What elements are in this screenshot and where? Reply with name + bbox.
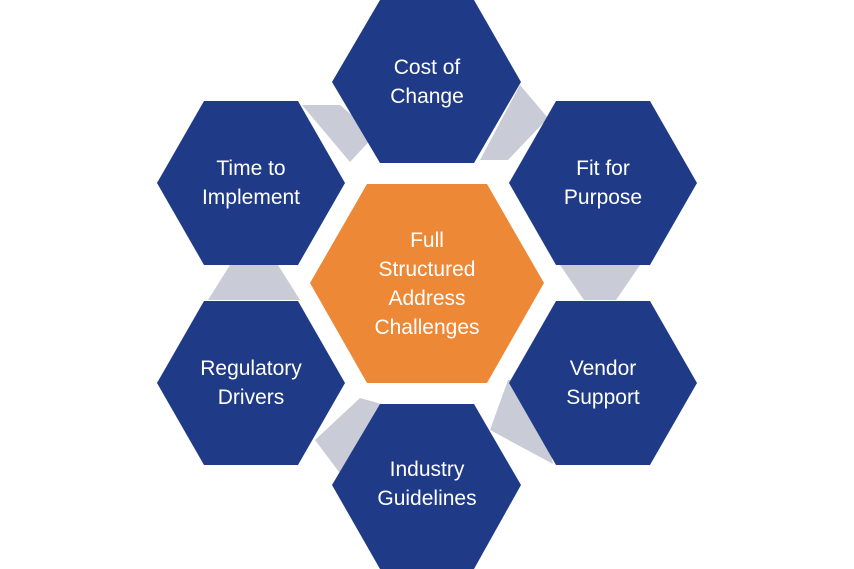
- label-line: Time to: [216, 157, 286, 180]
- label-line: Structured: [378, 258, 476, 281]
- label-line: Purpose: [563, 186, 643, 209]
- label-cost-of-change: Cost of Change: [360, 40, 494, 124]
- connector-cost-fit: [480, 85, 548, 160]
- label-line: Vendor: [569, 357, 637, 380]
- label-line: Support: [566, 386, 640, 409]
- hexagon-cost-of-change: [332, 0, 521, 163]
- hexagon-regulatory-drivers: [157, 301, 345, 465]
- label-regulatory-drivers: Regulatory Drivers: [174, 341, 328, 425]
- label-time-to-implement: Time to Implement: [174, 141, 328, 225]
- label-center: Full Structured Address Challenges: [345, 222, 509, 346]
- hexagon-center: [310, 184, 544, 383]
- connector-industry-regulatory: [315, 398, 385, 480]
- label-line: Guidelines: [377, 487, 477, 510]
- label-line: Change: [390, 85, 464, 108]
- hexagon-fit-for-purpose: [509, 101, 697, 265]
- label-line: Industry: [389, 458, 465, 481]
- label-fit-for-purpose: Fit for Purpose: [536, 141, 670, 225]
- hexagon-time-to-implement: [157, 101, 345, 265]
- label-line: Full: [410, 229, 444, 252]
- label-line: Fit for: [576, 157, 630, 180]
- hexagon-vendor-support: [509, 301, 697, 465]
- connectors: [208, 85, 640, 480]
- connector-fit-vendor: [560, 265, 640, 300]
- hexagon-industry-guidelines: [332, 404, 521, 569]
- label-line: Address: [388, 287, 466, 310]
- label-line: Regulatory: [200, 357, 302, 380]
- label-industry-guidelines: Industry Guidelines: [350, 442, 504, 526]
- label-line: Cost of: [393, 56, 461, 79]
- connector-time-cost: [302, 105, 375, 162]
- label-line: Challenges: [374, 316, 480, 339]
- label-vendor-support: Vendor Support: [536, 341, 670, 425]
- label-line: Implement: [201, 186, 301, 209]
- label-line: Drivers: [217, 386, 285, 409]
- connector-regulatory-time: [208, 265, 300, 300]
